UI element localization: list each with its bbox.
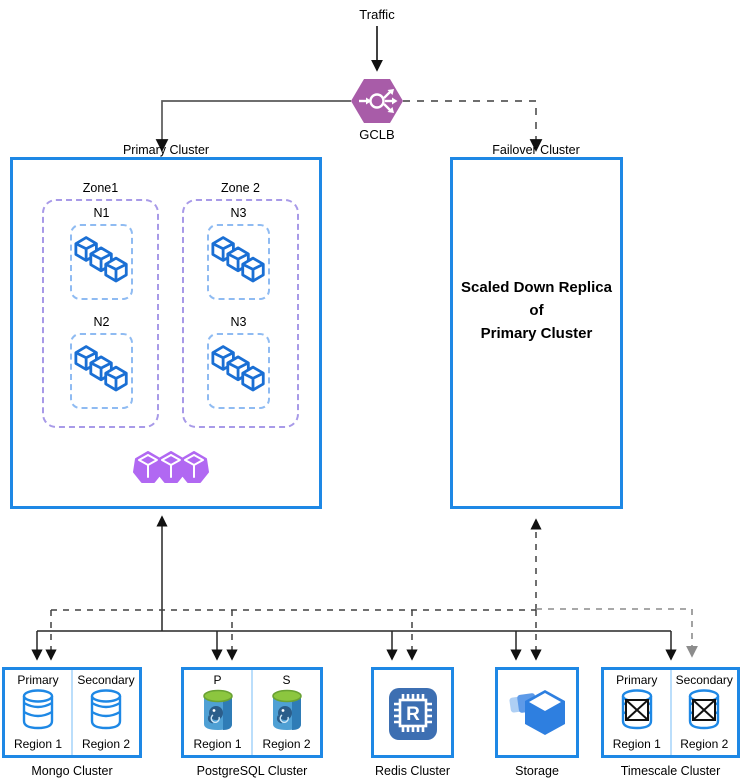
- failover-text-line2: of: [529, 302, 544, 319]
- purple-workloads-icon: [133, 450, 209, 485]
- traffic-label: Traffic: [359, 7, 395, 22]
- storage-label: Storage: [515, 764, 559, 778]
- redis-memorystore-icon: R: [374, 670, 451, 755]
- timescale-database-icon: [619, 688, 655, 736]
- workload-cubes-icon: [73, 344, 130, 398]
- timescale-cluster-label: Timescale Cluster: [620, 764, 721, 778]
- zone1-label: Zone1: [82, 181, 119, 195]
- redis-cluster-box: R: [371, 667, 454, 758]
- mongo-cluster-label: Mongo Cluster: [31, 764, 113, 778]
- timescale-secondary-role-label: Secondary: [675, 673, 733, 687]
- node-n1-label: N1: [93, 206, 110, 220]
- timescale-database-icon: [686, 688, 722, 736]
- postgresql-database-icon: [270, 689, 304, 736]
- workload-cubes-icon: [210, 344, 267, 398]
- node-n2-box: [70, 333, 133, 409]
- postgres-secondary-region-label: Region 2: [262, 737, 311, 751]
- mongo-secondary-role-label: Secondary: [77, 673, 135, 687]
- mongodb-database-icon: [88, 688, 124, 736]
- gclb-to-failover-connector: [403, 100, 543, 152]
- postgres-primary-region: P Region 1: [184, 670, 251, 755]
- zone1-box: [42, 199, 159, 428]
- node-n3b-label: N3: [230, 315, 247, 329]
- gclb-label: GCLB: [359, 127, 395, 142]
- gclb-to-primary-connector: [155, 100, 351, 152]
- postgres-secondary-region: S Region 2: [251, 670, 320, 755]
- storage-icon: [498, 670, 576, 755]
- node-n3a-box: [207, 224, 270, 300]
- node-n3b-box: [207, 333, 270, 409]
- redis-letter: R: [406, 704, 420, 725]
- mongo-secondary-region-label: Region 2: [81, 737, 131, 751]
- postgresql-database-icon: [201, 689, 235, 736]
- failover-text-line1: Scaled Down Replica: [461, 279, 612, 296]
- storage-box: [495, 667, 579, 758]
- replication-arrows: [51, 702, 684, 715]
- failover-db-bus: [45, 518, 542, 661]
- mongo-cluster-box: Primary Region 1 Secondary: [2, 667, 142, 758]
- timescale-secondary-region-label: Region 2: [680, 737, 729, 751]
- primary-cluster-label: Primary Cluster: [122, 143, 210, 157]
- zone2-box: [182, 199, 299, 428]
- failover-cluster-label: Failover Cluster: [492, 143, 580, 157]
- node-n3a-label: N3: [230, 206, 247, 220]
- node-n2-label: N2: [93, 315, 110, 329]
- failover-to-timescale-connector: [536, 608, 698, 658]
- timescale-secondary-region: Secondary Region 2: [669, 670, 738, 755]
- mongo-primary-role-label: Primary: [17, 673, 59, 687]
- gclb-load-balancer-icon: [350, 78, 404, 124]
- mongo-primary-region-label: Region 1: [13, 737, 63, 751]
- workload-cubes-icon: [73, 235, 130, 289]
- postgresql-cluster-label: PostgreSQL Cluster: [196, 764, 308, 778]
- workload-cubes-icon: [210, 235, 267, 289]
- primary-cluster-box: [10, 157, 322, 509]
- timescale-cluster-box: Primary Region 1 Secondary: [601, 667, 740, 758]
- postgres-primary-region-label: Region 1: [193, 737, 242, 751]
- timescale-primary-role-label: Primary: [616, 673, 658, 687]
- failover-cluster-description: Scaled Down Replica of Primary Cluster: [453, 276, 620, 345]
- postgresql-cluster-box: P Region 1 S: [181, 667, 323, 758]
- postgres-primary-role-label: P: [213, 673, 222, 687]
- redis-cluster-label: Redis Cluster: [374, 764, 451, 778]
- mongo-secondary-region: Secondary Region 2: [71, 670, 139, 755]
- mongodb-database-icon: [20, 688, 56, 736]
- primary-db-bus: [31, 515, 677, 661]
- failover-text-line3: Primary Cluster: [480, 325, 593, 342]
- node-n1-box: [70, 224, 133, 300]
- mongo-primary-region: Primary Region 1: [5, 670, 71, 755]
- zone2-label: Zone 2: [221, 181, 260, 195]
- timescale-primary-region: Primary Region 1: [604, 670, 670, 755]
- timescale-primary-region-label: Region 1: [612, 737, 661, 751]
- postgres-secondary-role-label: S: [282, 673, 291, 687]
- failover-cluster-box: Scaled Down Replica of Primary Cluster: [450, 157, 623, 509]
